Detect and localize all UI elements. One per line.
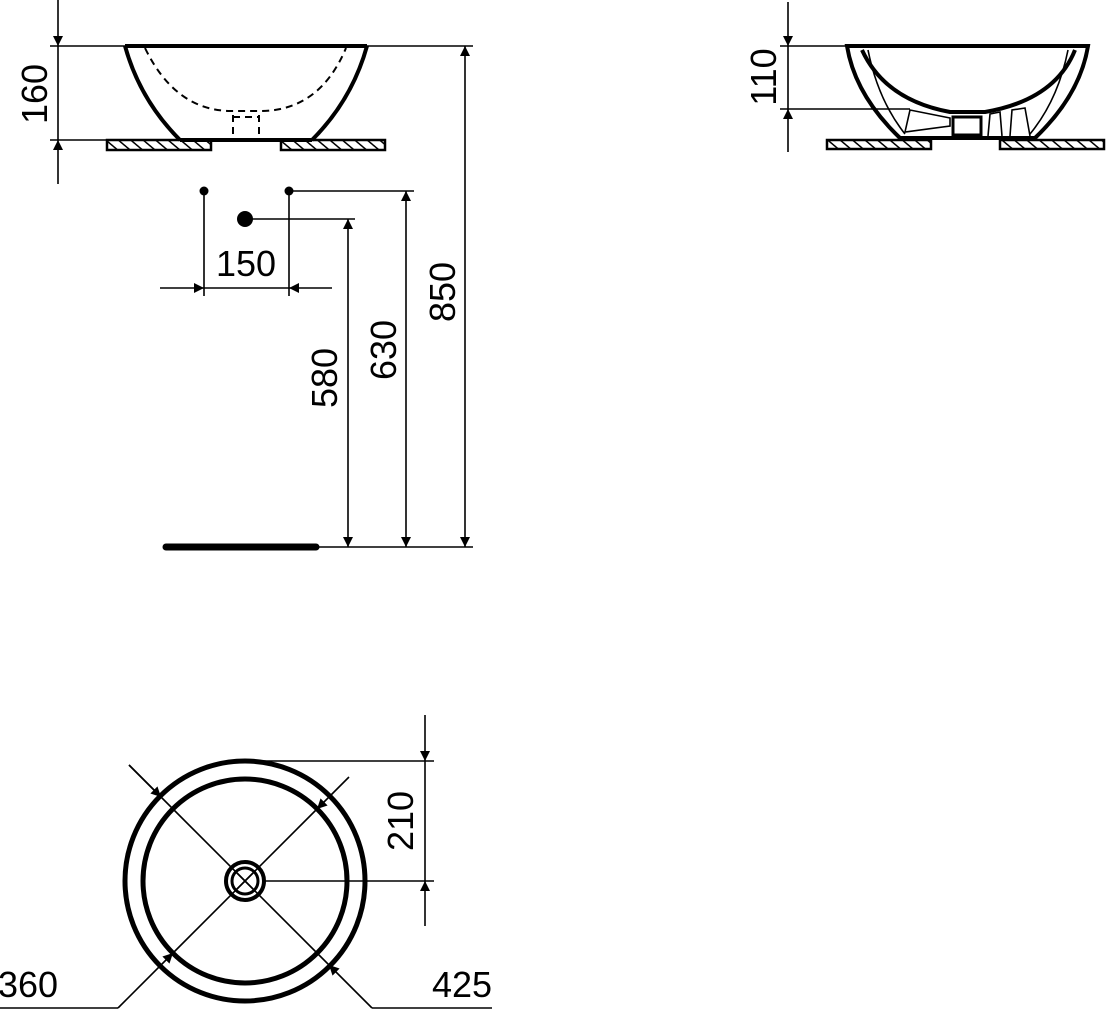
dim-basin-height: 160 [14, 64, 55, 124]
basin-outline [123, 44, 369, 142]
dim-tap-spacing: 150 [216, 243, 276, 284]
basin-inner-bowl [860, 49, 1077, 114]
dim-inner-diameter: 360 [0, 964, 58, 1005]
section-view: 110 [743, 2, 1106, 152]
dim-waste-height: 580 [304, 348, 345, 408]
basin-outer-shell [844, 44, 1091, 140]
dim-waste-offset: 210 [380, 791, 421, 851]
dim-rim-height: 850 [422, 262, 463, 322]
bowl-hidden-line [144, 47, 347, 112]
countertop-right [279, 138, 387, 152]
waste-inner-circle [230, 866, 260, 896]
waste-outlet [951, 115, 983, 137]
plan-view: 425 360 210 [0, 715, 492, 1009]
dim-bowl-depth: 110 [743, 48, 784, 105]
dim-tap-height: 630 [363, 320, 404, 380]
dim-outer-diameter: 425 [432, 964, 492, 1005]
side-view: 160 150 580 630 850 [14, 0, 473, 551]
countertop-left [825, 138, 933, 151]
countertop-right [998, 138, 1106, 151]
overflow-channel [903, 109, 951, 133]
countertop-left [105, 138, 213, 152]
waste-hidden-line [232, 115, 260, 138]
